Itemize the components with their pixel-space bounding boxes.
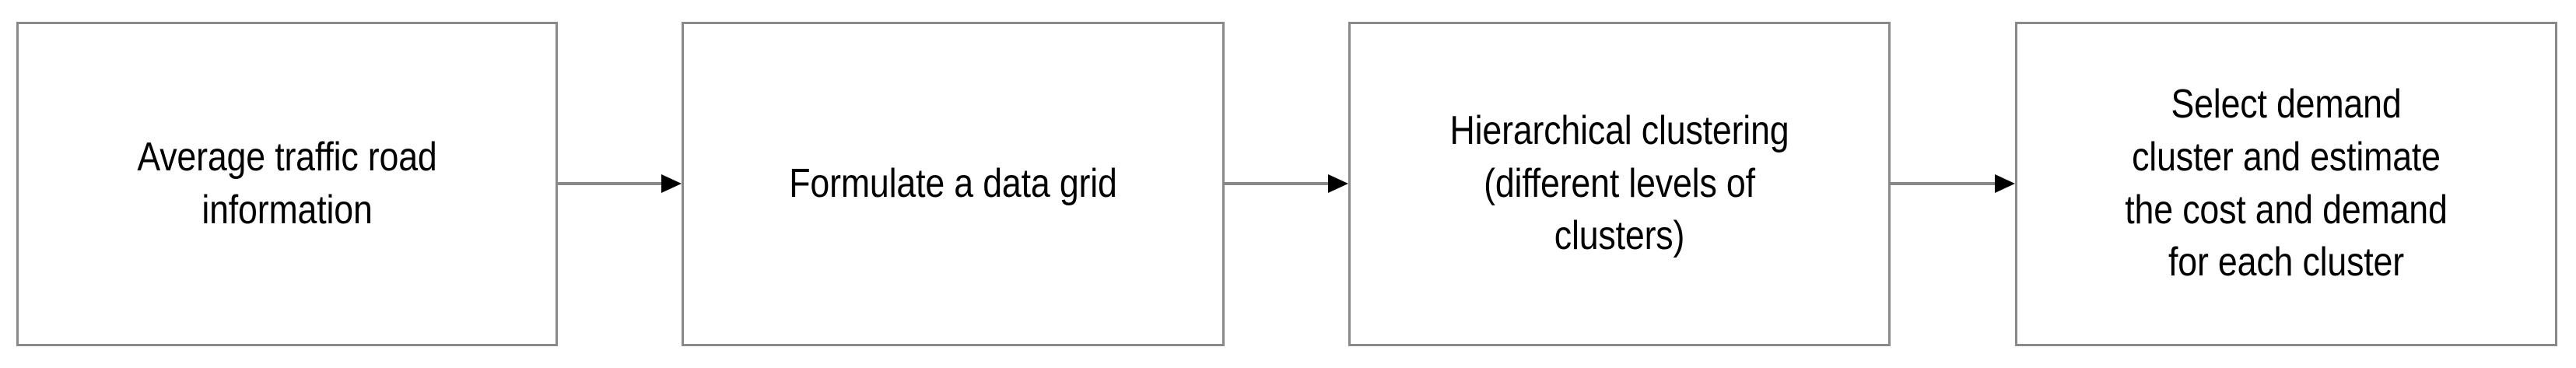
arrowhead-right-icon xyxy=(661,174,682,193)
flow-node-formulate-a-data-grid[interactable]: Formulate a data grid xyxy=(682,22,1225,346)
connector-line xyxy=(558,182,661,185)
flow-node-select-demand-cluster-and-estimate[interactable]: Select demand cluster and estimate the c… xyxy=(2015,22,2557,346)
flow-node-average-traffic-road-information[interactable]: Average traffic road information xyxy=(16,22,558,346)
flow-node-label: Formulate a data grid xyxy=(789,160,1117,206)
flow-node-label: Select demand cluster and estimate the c… xyxy=(2125,82,2448,286)
connector-node3-to-node4 xyxy=(1891,174,2015,193)
connector-node2-to-node3 xyxy=(1225,174,1348,193)
arrowhead-right-icon xyxy=(1995,174,2015,193)
flow-node-hierarchical-clustering[interactable]: Hierarchical clustering (different level… xyxy=(1348,22,1891,346)
flow-node-label: Hierarchical clustering (different level… xyxy=(1449,108,1789,259)
connector-node1-to-node2 xyxy=(558,174,682,193)
arrowhead-right-icon xyxy=(1328,174,1348,193)
flow-node-label: Average traffic road information xyxy=(137,134,437,233)
connector-line xyxy=(1891,182,1995,185)
connector-line xyxy=(1225,182,1328,185)
